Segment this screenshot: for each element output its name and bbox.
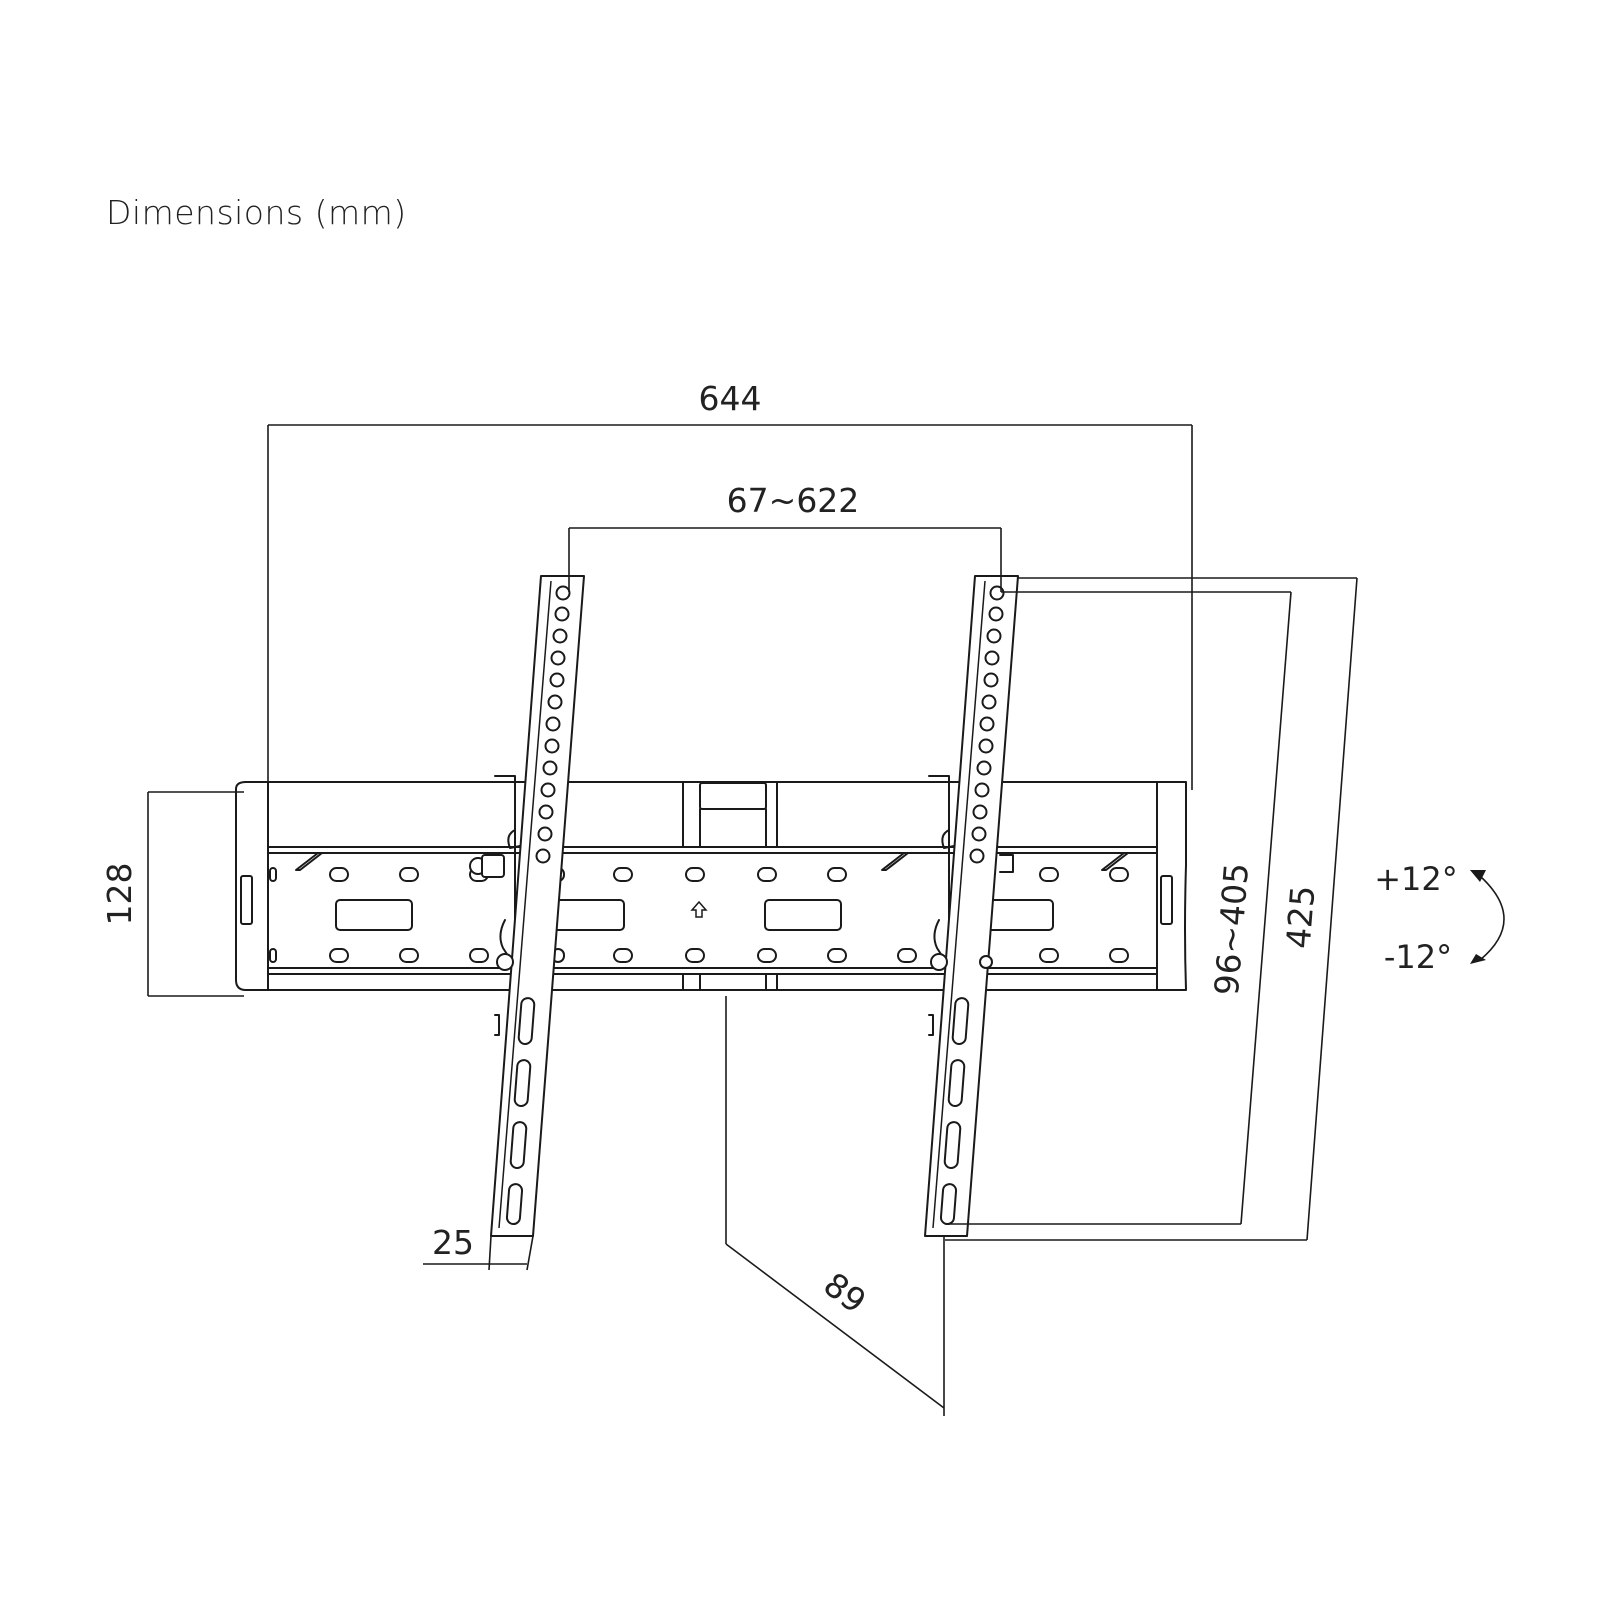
lower-slot-row [269,948,1129,963]
tilt-arc-arrow [1479,875,1505,961]
dim-arm-length: 425 [945,577,1358,1241]
tilt-up-label: +12° [1374,860,1458,898]
mounting-slots [335,899,1054,931]
dim-arm-width-label: 25 [432,1223,474,1262]
tilt-indicator: +12° -12° [1374,860,1505,976]
page-title: Dimensions (mm) [106,193,407,232]
upper-slot-row [269,867,1129,882]
wall-plate [235,781,1187,991]
dim-vesa-vertical-label: 96~405 [1207,861,1256,996]
tilt-down-label: -12° [1384,938,1452,976]
dim-height: 128 [100,791,244,997]
dim-depth-label: 89 [816,1265,873,1321]
dim-vesa-horizontal: 67~622 [568,481,1002,592]
dim-arm-length-label: 425 [1279,884,1323,950]
right-arm [924,575,1019,1237]
dim-overall-width-label: 644 [699,379,762,418]
tilt-arrowhead-down [1470,954,1486,964]
dim-arm-width: 25 [423,1223,534,1271]
tilt-arrowhead-up [1470,870,1486,882]
right-arm-holes [969,585,1005,864]
dim-overall-width: 644 [267,379,1193,790]
dim-depth: 89 [725,996,945,1416]
left-arm-holes [535,585,571,864]
dim-height-label: 128 [100,863,139,926]
dim-vesa-horizontal-label: 67~622 [727,481,860,520]
